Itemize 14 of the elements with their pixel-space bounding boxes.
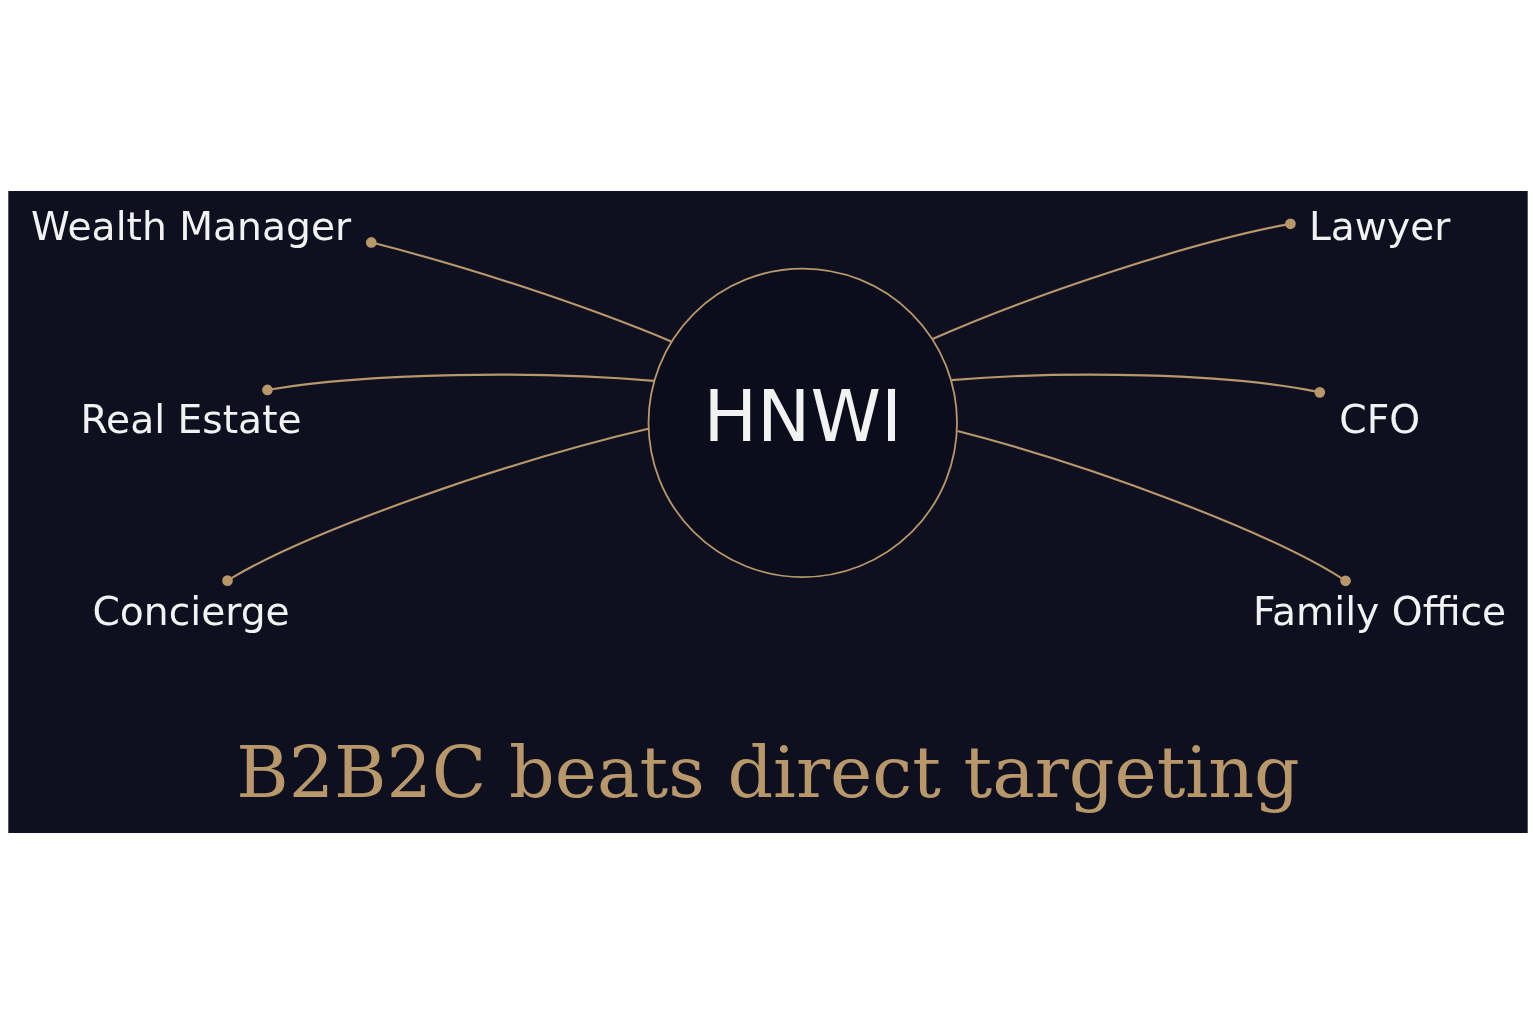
node-text: Family Office (1253, 589, 1507, 635)
node-text: CFO (1339, 396, 1421, 442)
connector (262, 373, 654, 396)
node-text: Wealth Manager (31, 204, 352, 250)
connector (951, 373, 1326, 398)
node-text: Real Estate (80, 396, 302, 442)
connector (222, 427, 649, 586)
node-text: Concierge (92, 589, 290, 635)
connector (365, 237, 672, 343)
connector (932, 218, 1296, 340)
connector (957, 430, 1351, 587)
node-text: Lawyer (1308, 204, 1451, 250)
node-circle: HNWI (647, 267, 958, 578)
caption: B2B2C beats direct targeting (236, 731, 1300, 815)
